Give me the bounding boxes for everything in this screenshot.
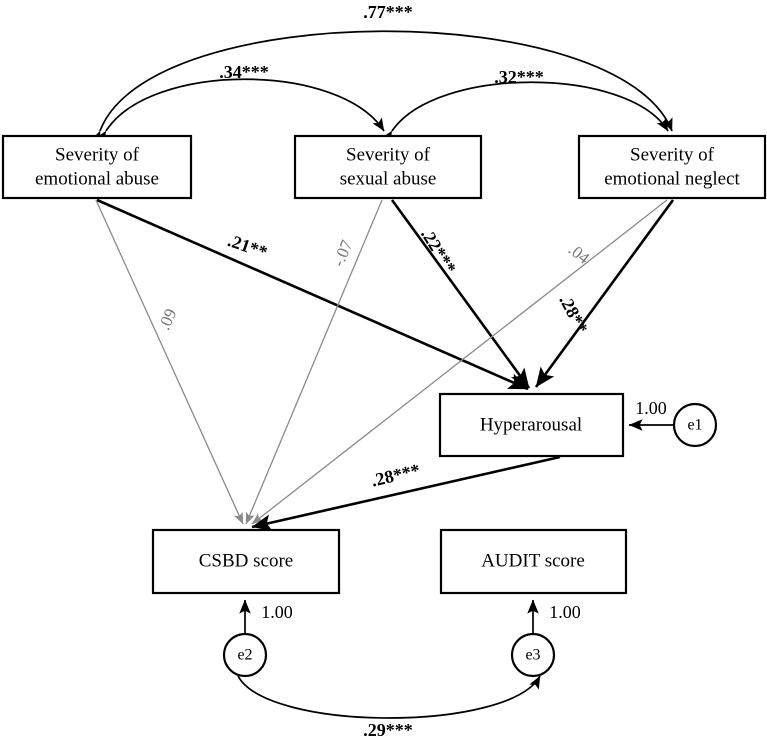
cov-ea-en-label: .77*** [363, 2, 413, 22]
error-path-e2-csbd: 1.00 [239, 599, 293, 633]
node-sexual-abuse-label-line1: Severity of [346, 144, 431, 165]
reg-ea-csbd-label: .09 [155, 306, 181, 333]
path-emotional-abuse-to-hyperarousal: .21** [96, 198, 529, 391]
cov-e2-e3-arc [227, 662, 541, 719]
err-e2-csbd-label: 1.00 [261, 602, 293, 622]
reg-sa-csbd-label: -.07 [329, 237, 357, 270]
node-e2-label: e2 [237, 647, 252, 664]
path-emotional-abuse-to-csbd: .09 [95, 199, 244, 525]
node-audit-score-label: AUDIT score [481, 550, 585, 571]
cov-sa-en-label: .32*** [494, 67, 544, 87]
node-emotional-abuse[interactable]: Severity of emotional abuse [1, 134, 193, 200]
error-path-e1-hyperarousal: 1.00 [628, 398, 673, 431]
node-e1-label: e1 [687, 417, 702, 434]
reg-ea-csbd-line [95, 199, 244, 525]
reg-hyp-csbd-label: .28*** [369, 460, 422, 491]
cov-ea-en-arc [90, 30, 673, 145]
node-emotional-neglect-label-line1: Severity of [630, 144, 715, 165]
reg-en-csbd-line [251, 199, 668, 525]
node-csbd-score[interactable]: CSBD score [151, 528, 341, 595]
error-path-e3-audit: 1.00 [527, 599, 581, 633]
err-e3-audit-label: 1.00 [549, 602, 581, 622]
reg-en-hyp-label: .28** [555, 292, 592, 337]
node-audit-score-box[interactable] [439, 528, 628, 595]
covariance-arc-emotional-abuse-emotional-neglect: .77*** [90, 2, 673, 145]
cov-ea-sa-arc [94, 78, 385, 145]
reg-en-csbd-label: .04 [565, 240, 594, 268]
node-csbd-score-box[interactable] [151, 528, 341, 595]
reg-ea-hyp-line [96, 198, 529, 391]
covariance-arc-e2-e3: .29*** [227, 662, 541, 740]
path-emotional-neglect-to-hyperarousal: .28** [534, 199, 675, 388]
node-e3[interactable]: e3 [510, 632, 556, 678]
node-hyperarousal[interactable]: Hyperarousal [438, 392, 625, 458]
node-e1-circle[interactable] [672, 402, 718, 448]
cov-e2-e3-label: .29*** [363, 720, 413, 740]
node-e3-label: e3 [525, 647, 540, 664]
node-emotional-neglect[interactable]: Severity of emotional neglect [577, 134, 767, 200]
err-e1-hyp-label: 1.00 [635, 398, 667, 418]
node-csbd-score-label: CSBD score [199, 550, 293, 571]
node-e2-circle[interactable] [222, 632, 268, 678]
node-emotional-abuse-label-line2: emotional abuse [35, 168, 159, 189]
covariance-arc-emotional-abuse-sexual-abuse: .34*** [94, 62, 385, 145]
reg-ea-hyp-label: .21** [225, 230, 270, 262]
reg-sa-hyp-line [390, 199, 531, 389]
node-emotional-abuse-box[interactable] [1, 134, 193, 200]
reg-hyp-csbd-line [251, 455, 561, 531]
node-hyperarousal-box[interactable] [438, 392, 625, 458]
covariance-arc-sexual-abuse-emotional-neglect: .32*** [380, 67, 669, 145]
node-sexual-abuse-label-line2: sexual abuse [340, 168, 437, 189]
node-emotional-abuse-label-line1: Severity of [55, 144, 140, 165]
node-e3-circle[interactable] [510, 632, 556, 678]
cov-sa-en-arc [380, 81, 669, 145]
node-audit-score[interactable]: AUDIT score [439, 528, 628, 595]
node-emotional-neglect-label-line2: emotional neglect [604, 168, 740, 189]
node-emotional-neglect-box[interactable] [577, 134, 767, 200]
path-hyperarousal-to-csbd: .28*** [251, 455, 561, 531]
node-sexual-abuse-box[interactable] [293, 134, 483, 200]
node-hyperarousal-label: Hyperarousal [480, 414, 582, 435]
node-e1[interactable]: e1 [672, 402, 718, 448]
reg-sa-hyp-label: .22*** [417, 225, 460, 278]
reg-en-hyp-line [534, 199, 675, 388]
node-sexual-abuse[interactable]: Severity of sexual abuse [293, 134, 483, 200]
reg-sa-csbd-line [245, 199, 383, 525]
cov-ea-sa-label: .34*** [219, 62, 269, 82]
node-e2[interactable]: e2 [222, 632, 268, 678]
